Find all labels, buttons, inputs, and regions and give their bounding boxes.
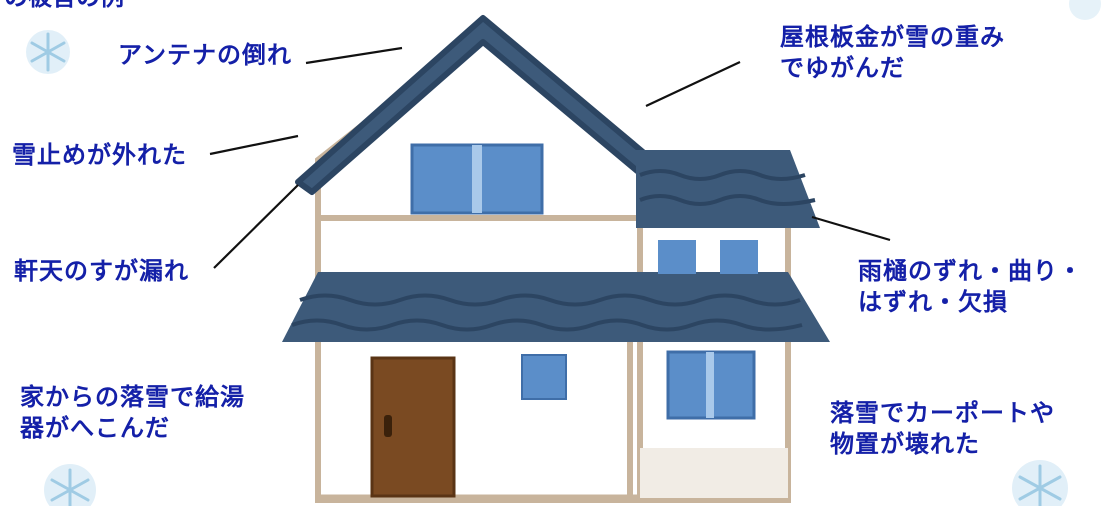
label-carport-line2: 物置が壊れた xyxy=(830,429,1055,460)
snowflake-icon xyxy=(1012,460,1068,506)
label-carport-line1: 落雪でカーポートや xyxy=(830,398,1055,429)
label-roof-sheet-line2: でゆがんだ xyxy=(780,53,1005,84)
label-gutter-line1: 雨樋のずれ・曲り・ xyxy=(858,256,1083,287)
label-water-heater: 家からの落雪で給湯 器がへこんだ xyxy=(20,382,245,444)
lower-roof xyxy=(282,272,830,342)
label-gutter-line2: はずれ・欠損 xyxy=(858,287,1083,318)
annex-base xyxy=(640,448,788,498)
front-door xyxy=(372,358,454,496)
label-gutter: 雨樋のずれ・曲り・ はずれ・欠損 xyxy=(858,256,1083,318)
lower-window xyxy=(522,355,566,399)
annex-lower-window xyxy=(668,352,754,418)
label-eaves-leak: 軒天のすが漏れ xyxy=(14,256,189,287)
label-antenna: アンテナの倒れ xyxy=(118,40,292,71)
label-snow-stopper: 雪止めが外れた xyxy=(12,140,187,171)
main-wall xyxy=(318,30,640,500)
label-water-heater-line2: 器がへこんだ xyxy=(20,413,245,444)
upper-window xyxy=(412,145,542,213)
label-carport: 落雪でカーポートや 物置が壊れた xyxy=(830,398,1055,460)
label-roof-sheet-line1: 屋根板金が雪の重み xyxy=(780,22,1005,53)
label-water-heater-line1: 家からの落雪で給湯 xyxy=(20,382,245,413)
snowflake-icon xyxy=(26,30,70,74)
snowflake-icon xyxy=(44,464,96,506)
snowflake-icon xyxy=(1069,0,1101,20)
annex-roof xyxy=(636,150,820,228)
label-roof-sheet-metal: 屋根板金が雪の重み でゆがんだ xyxy=(780,22,1005,84)
